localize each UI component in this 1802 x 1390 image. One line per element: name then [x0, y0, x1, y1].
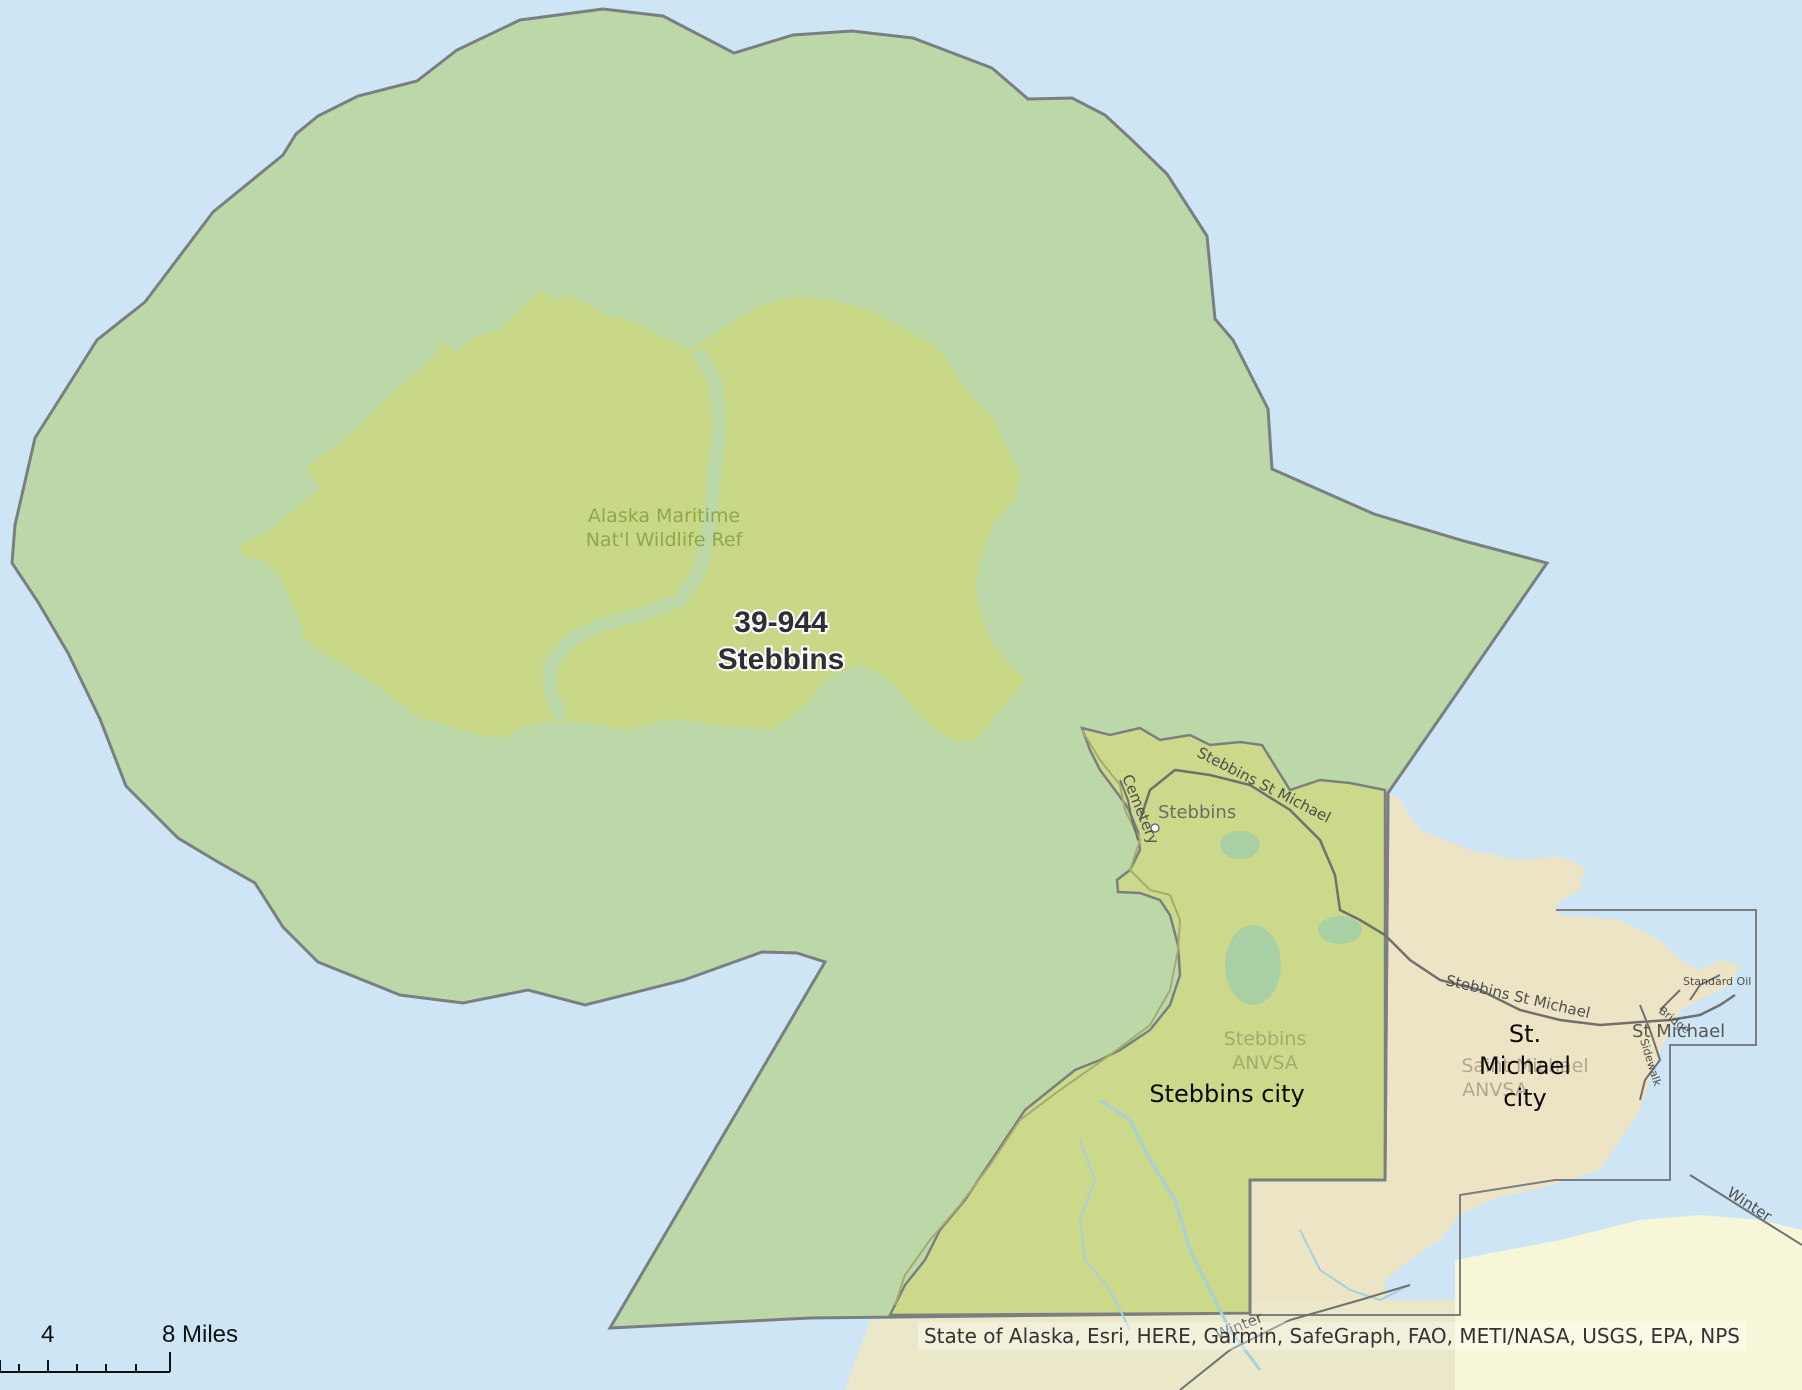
scale-label-4: 4 [41, 1321, 54, 1348]
road-st-michael-town[interactable] [1639, 974, 1721, 1101]
refuge-area [240, 290, 1025, 742]
lake-1 [1225, 925, 1281, 1005]
road-winter-2[interactable] [1689, 1174, 1802, 1246]
road-cemetery[interactable] [1119, 779, 1139, 841]
st-michael-place-label: St Michael [1632, 1021, 1725, 1042]
river-2 [1078, 1139, 1131, 1331]
refuge-label-line2: Nat'l Wildlife Ref [586, 529, 744, 551]
st-michael-land [1250, 790, 1740, 1300]
scale-bar-line [0, 1352, 171, 1373]
refuge-label-line1: Alaska Maritime [588, 505, 740, 527]
saint-michael-anvsa-label-line2: ANVSA [1462, 1079, 1528, 1101]
stebbins-anvsa-coast [894, 729, 1182, 1306]
stebbins-city-boundary[interactable] [887, 726, 1387, 1317]
saint-michael-anvsa-label-line1: Saint Michael [1461, 1055, 1588, 1077]
stebbins-anvsa-label-line2: ANVSA [1232, 1052, 1298, 1074]
stebbins-town-marker[interactable] [1150, 823, 1160, 833]
map-attribution: State of Alaska, Esri, HERE, Garmin, Saf… [917, 1322, 1746, 1350]
lake-3 [1220, 831, 1260, 859]
road-label-standard-oil: Standard Oil [1683, 975, 1751, 988]
st-michael-city-label-line1: St. [1509, 1020, 1541, 1048]
river-1 [1099, 1098, 1262, 1371]
stebbins-city-label: Stebbins city [1149, 1080, 1304, 1108]
district-label-line2: Stebbins [718, 643, 845, 676]
st-michael-city-boundary[interactable] [1249, 909, 1757, 1316]
scale-label-8: 8 Miles [162, 1321, 238, 1348]
st-michael-city-label-line3: city [1503, 1084, 1546, 1112]
lake-2 [1318, 916, 1362, 944]
refuge-creek [543, 348, 728, 722]
road-stebbins-st-michael[interactable] [1138, 768, 1736, 1027]
stebbins-anvsa-label-line1: Stebbins [1224, 1028, 1307, 1050]
district-label-line1: 39-944 [734, 606, 828, 639]
river-3 [1299, 1229, 1411, 1302]
stebbins-place-label: Stebbins [1158, 802, 1236, 823]
road-winter-1[interactable] [1179, 1284, 1411, 1390]
st-michael-city-label-line2: Michael [1479, 1052, 1571, 1080]
land-pale-south [845, 1300, 1455, 1390]
land-pale-east [1455, 1215, 1802, 1390]
scale-bar: 4 8 Miles [0, 1321, 238, 1373]
